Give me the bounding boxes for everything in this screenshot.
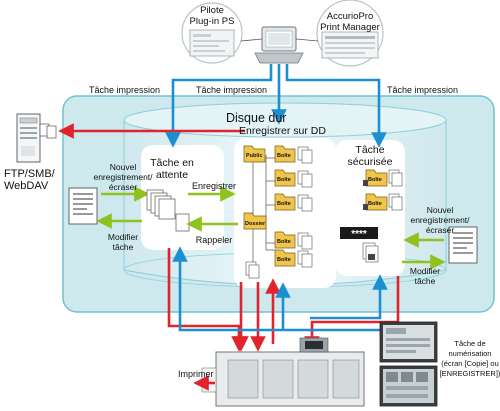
right-new-label-line1: Nouvel <box>427 205 454 215</box>
print-job-mid-label: Tâche impression <box>196 85 267 95</box>
scan-label-line2: numérisation <box>449 349 492 358</box>
right-new-label-line3: écraser <box>426 225 455 235</box>
hold-job-label-line1: Tâche en <box>150 157 194 169</box>
ftp-label-line2: WebDAV <box>4 180 49 192</box>
folder-boite-2-label: Boîte <box>277 177 291 183</box>
folder-boite-4-label: Boîte <box>277 239 291 245</box>
folder-dossier <box>243 212 267 230</box>
scan-label-line1: Tâche de <box>454 339 485 348</box>
print-job-arrows <box>165 64 387 148</box>
ftp-label-line1: FTP/SMB/ <box>4 168 56 180</box>
disk-label: Disque dur <box>226 111 286 125</box>
folder-boite-2 <box>274 169 296 187</box>
print-output-arrows <box>167 248 400 352</box>
plugin-label-line2: Plug-in PS <box>190 16 235 27</box>
scan-label-line4: [ENREGISTRER]) <box>440 369 500 378</box>
production-printer <box>201 337 365 407</box>
hold-job-label-line2: attente <box>156 169 188 181</box>
scan-screens <box>379 321 438 407</box>
folder-boite-4 <box>274 231 296 249</box>
plugin-ps-window <box>181 2 243 64</box>
print-job-right-label: Tâche impression <box>387 85 458 95</box>
print-label: Imprimer <box>178 369 214 379</box>
secure-folder-1-label: Boîte <box>368 177 382 183</box>
folder-boite-5-label: Boîte <box>277 257 291 263</box>
accurio-label-line2: Print Manager <box>320 22 380 33</box>
folder-boite-1 <box>274 145 296 163</box>
password-text: **** <box>351 229 367 240</box>
folder-boite-3 <box>274 193 296 211</box>
scan-input-arrows <box>172 246 388 332</box>
print-job-left-label: Tâche impression <box>89 85 160 95</box>
right-new-label-line2: enregistrement/ <box>410 215 470 225</box>
folder-boite-3-label: Boîte <box>277 201 291 207</box>
password-box <box>340 227 378 239</box>
folder-dossier-label: Dossier <box>245 221 266 227</box>
lock-icon <box>368 254 375 260</box>
plugin-label-line1: Pilote <box>200 5 224 16</box>
left-edit-label-line1: Modifier <box>108 232 138 242</box>
folder-public <box>243 145 266 163</box>
secure-folder-2-label: Boîte <box>368 201 382 207</box>
hold-job-docs <box>146 189 190 232</box>
left-new-label-line3: écraser <box>109 182 138 192</box>
box-docs <box>245 146 313 279</box>
right-document-icon <box>448 226 478 264</box>
accuriopro-window <box>316 0 384 67</box>
accurio-label-line1: AccurioPro <box>327 11 373 22</box>
secure-folders <box>363 169 388 211</box>
left-edit-label-line2: tâche <box>113 242 134 252</box>
ftp-docs <box>39 123 57 139</box>
right-edit-label-line2: tâche <box>415 276 436 286</box>
secure-job-label-line1: Tâche <box>355 144 384 156</box>
left-document-icon <box>68 187 98 225</box>
recall-label: Rappeler <box>196 235 233 245</box>
left-new-label-line1: Nouvel <box>110 162 137 172</box>
register-label: Enregistrer <box>192 181 236 191</box>
folder-public-label: Public <box>246 153 263 159</box>
ftp-server-icon <box>16 113 41 163</box>
scan-label-line3: (écran [Copie] ou <box>441 359 499 368</box>
save-hdd-label: Enregistrer sur DD <box>239 125 326 137</box>
right-edit-label-line1: Modifier <box>410 266 440 276</box>
folder-boite-5 <box>274 249 296 267</box>
secure-job-label-line2: sécurisée <box>348 156 393 168</box>
left-new-label-line2: enregistrement/ <box>93 172 153 182</box>
laptop-icon <box>254 26 304 64</box>
folder-boite-1-label: Boîte <box>277 153 291 159</box>
